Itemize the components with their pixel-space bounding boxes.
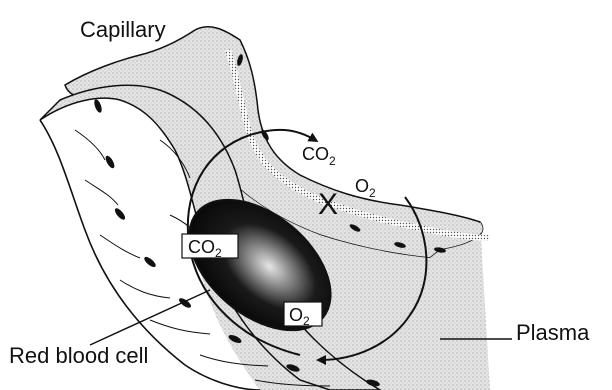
- rbc-leader-line: [90, 290, 210, 345]
- red-blood-cell-label: Red blood cell: [9, 343, 148, 368]
- plasma-label: Plasma: [516, 320, 590, 345]
- co2-outside-label: CO2: [302, 144, 336, 168]
- capillary-label: Capillary: [80, 17, 166, 42]
- x-mark: X: [318, 188, 338, 221]
